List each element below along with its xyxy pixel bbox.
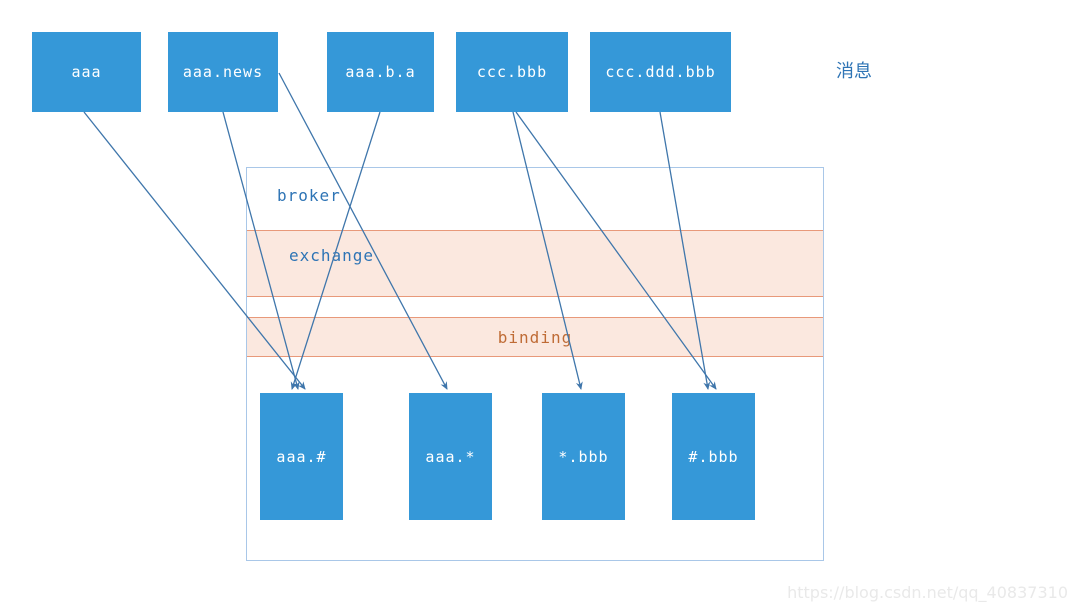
queue-box-aaa-star: aaa.*: [409, 393, 492, 520]
producer-box-ccc-bbb: ccc.bbb: [456, 32, 568, 112]
producer-box-aaa: aaa: [32, 32, 141, 112]
queue-label: #.bbb: [688, 447, 739, 466]
queue-box-aaa-hash: aaa.#: [260, 393, 343, 520]
producer-box-aaa-news: aaa.news: [168, 32, 278, 112]
producer-box-aaa-b-a: aaa.b.a: [327, 32, 434, 112]
queue-label: aaa.#: [276, 447, 327, 466]
broker-label: broker: [277, 186, 341, 205]
producer-label: ccc.bbb: [476, 63, 548, 81]
producer-label: ccc.ddd.bbb: [605, 63, 716, 81]
message-legend-label: 消息: [836, 61, 872, 82]
exchange-band: exchange: [247, 230, 823, 297]
binding-band: binding: [247, 317, 823, 357]
producer-label: aaa: [71, 63, 102, 81]
queue-box-star-bbb: *.bbb: [542, 393, 625, 520]
binding-label: binding: [497, 328, 573, 347]
producer-box-ccc-ddd-bbb: ccc.ddd.bbb: [590, 32, 731, 112]
watermark-url: https://blog.csdn.net/qq_40837310: [787, 583, 1068, 602]
queue-box-hash-bbb: #.bbb: [672, 393, 755, 520]
queue-label: aaa.*: [425, 447, 476, 466]
queue-label: *.bbb: [558, 447, 609, 466]
producer-label: aaa.news: [182, 63, 264, 81]
producer-label: aaa.b.a: [345, 63, 416, 81]
exchange-label: exchange: [289, 246, 375, 265]
